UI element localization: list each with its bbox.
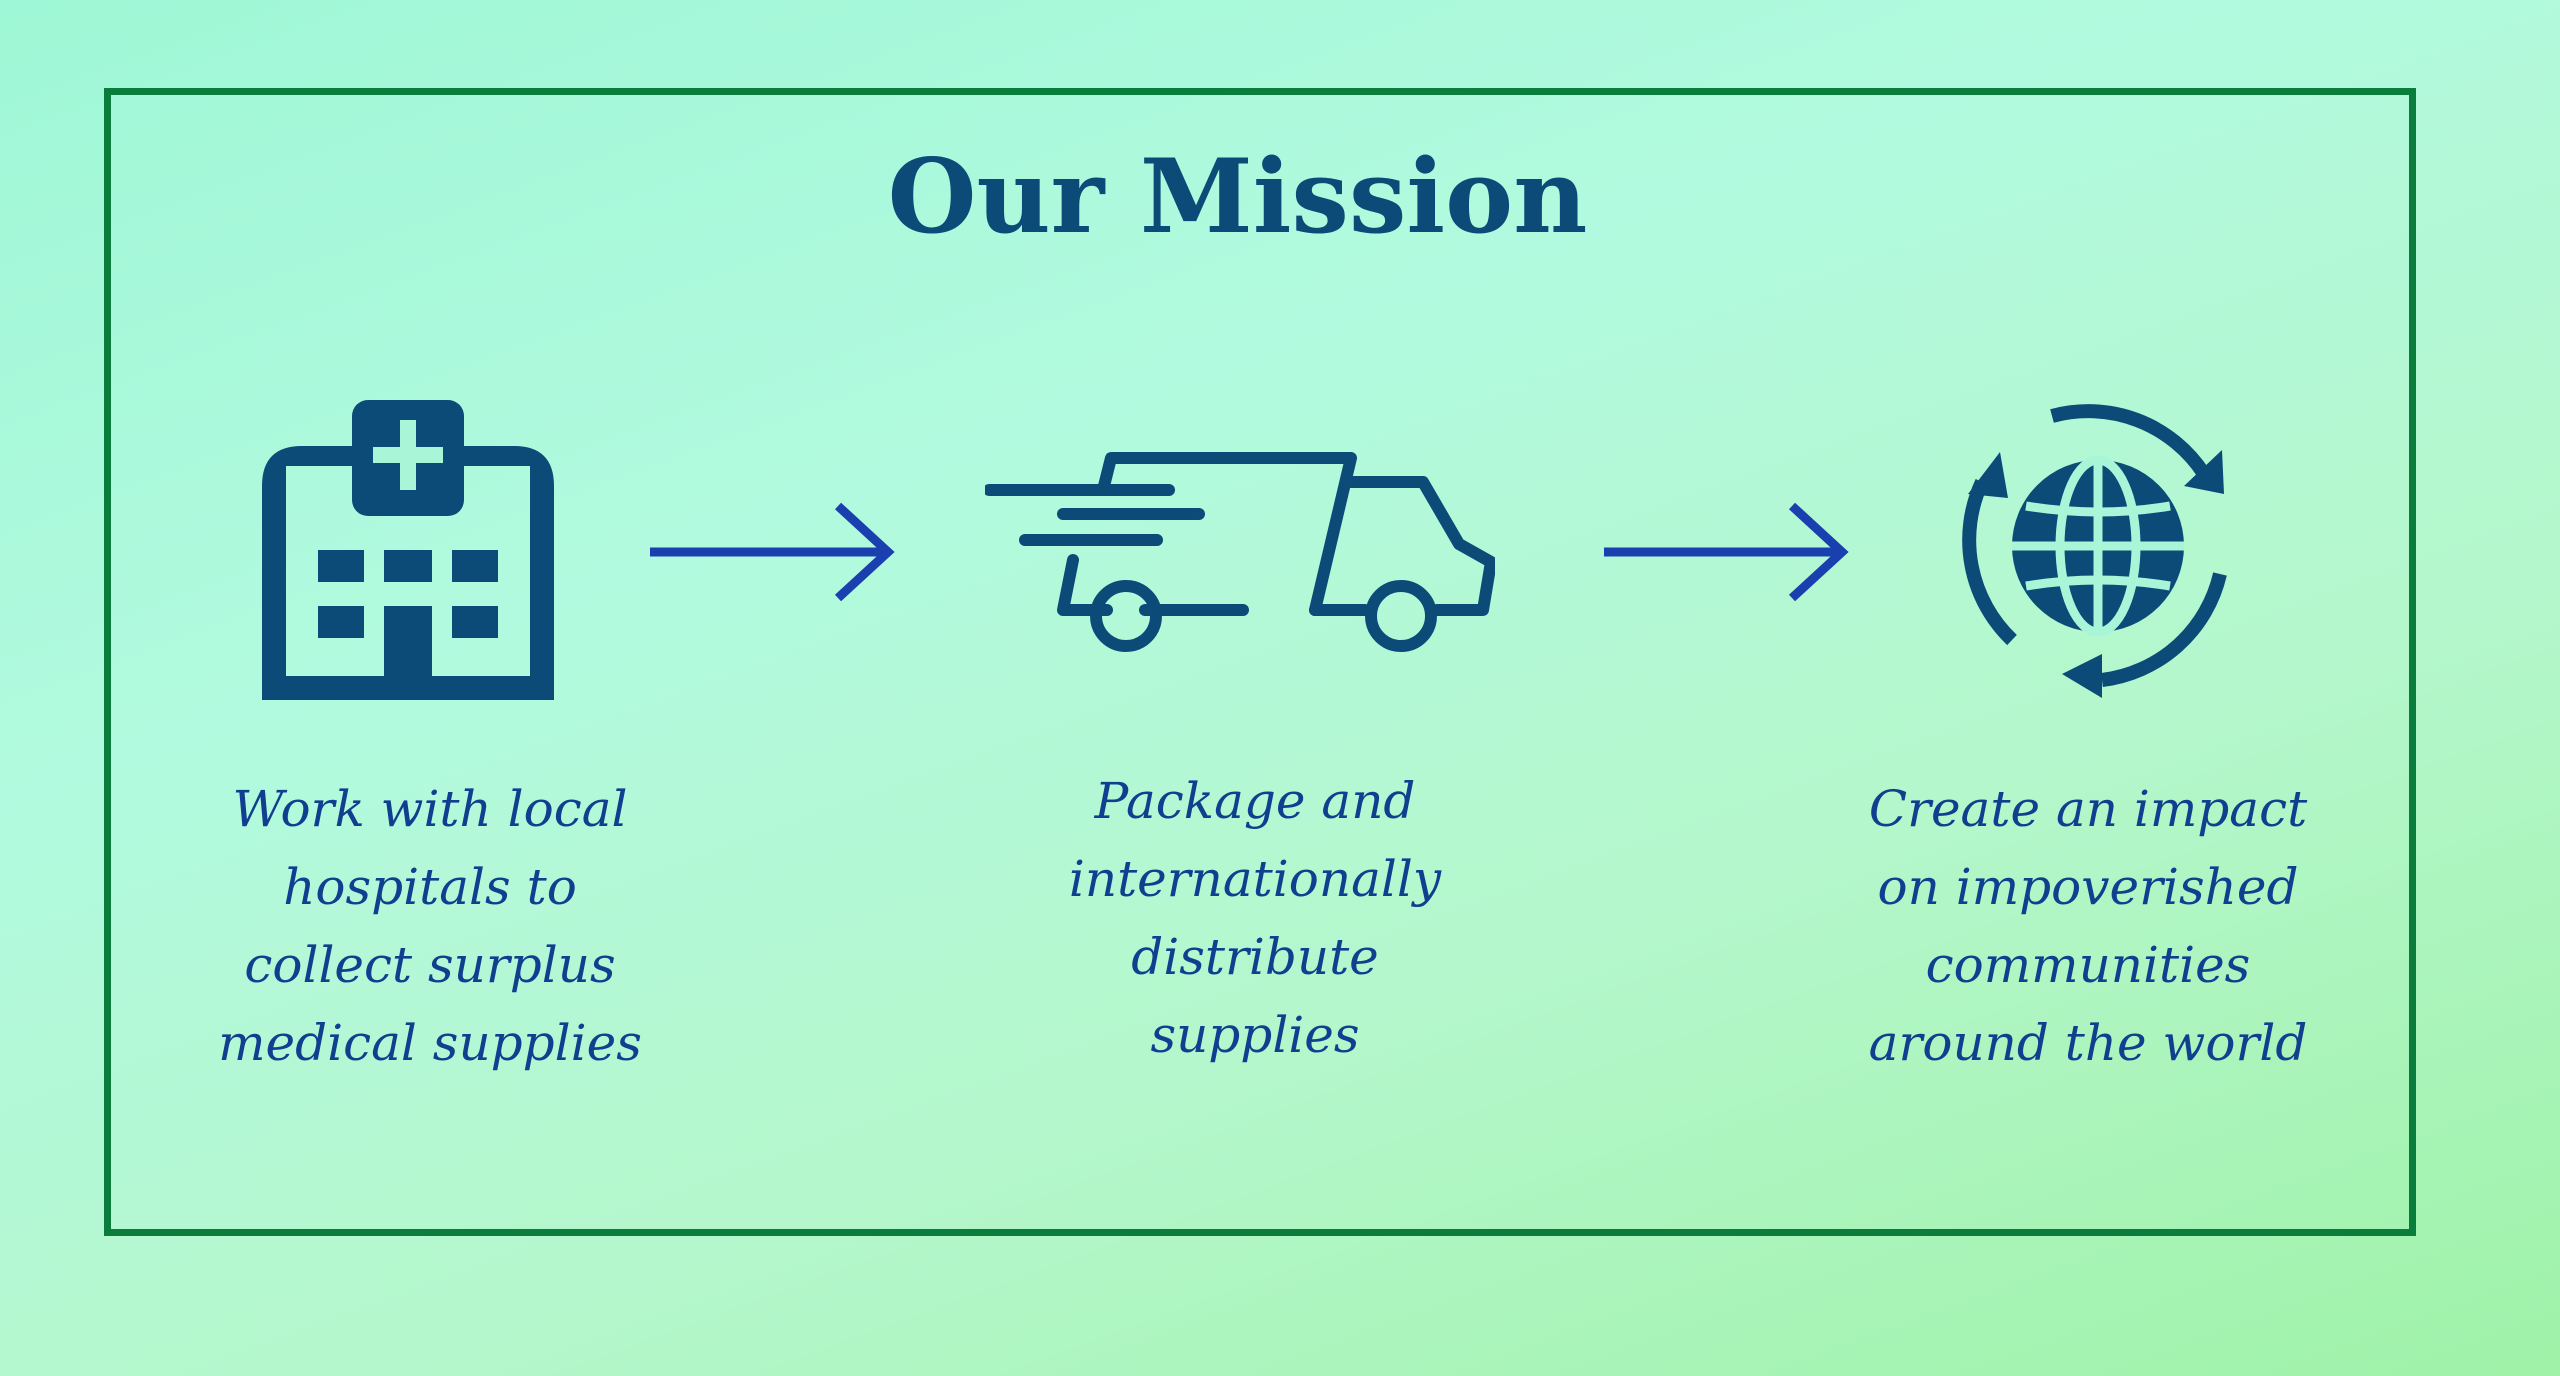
arrow-right-icon <box>648 502 898 602</box>
page-title: Our Mission <box>887 137 1588 257</box>
step-3-caption: Create an impact on impoverished communi… <box>1868 780 2308 1072</box>
globe-cycle-icon <box>1952 402 2242 702</box>
step-1-caption: Work with local hospitals to collect sur… <box>218 780 642 1072</box>
mission-frame <box>104 88 2416 1236</box>
step-2-caption: Package and internationally distribute s… <box>1068 772 1442 1064</box>
arrow-right-icon <box>1602 502 1852 602</box>
delivery-truck-icon <box>985 448 1495 656</box>
hospital-icon <box>258 400 558 700</box>
